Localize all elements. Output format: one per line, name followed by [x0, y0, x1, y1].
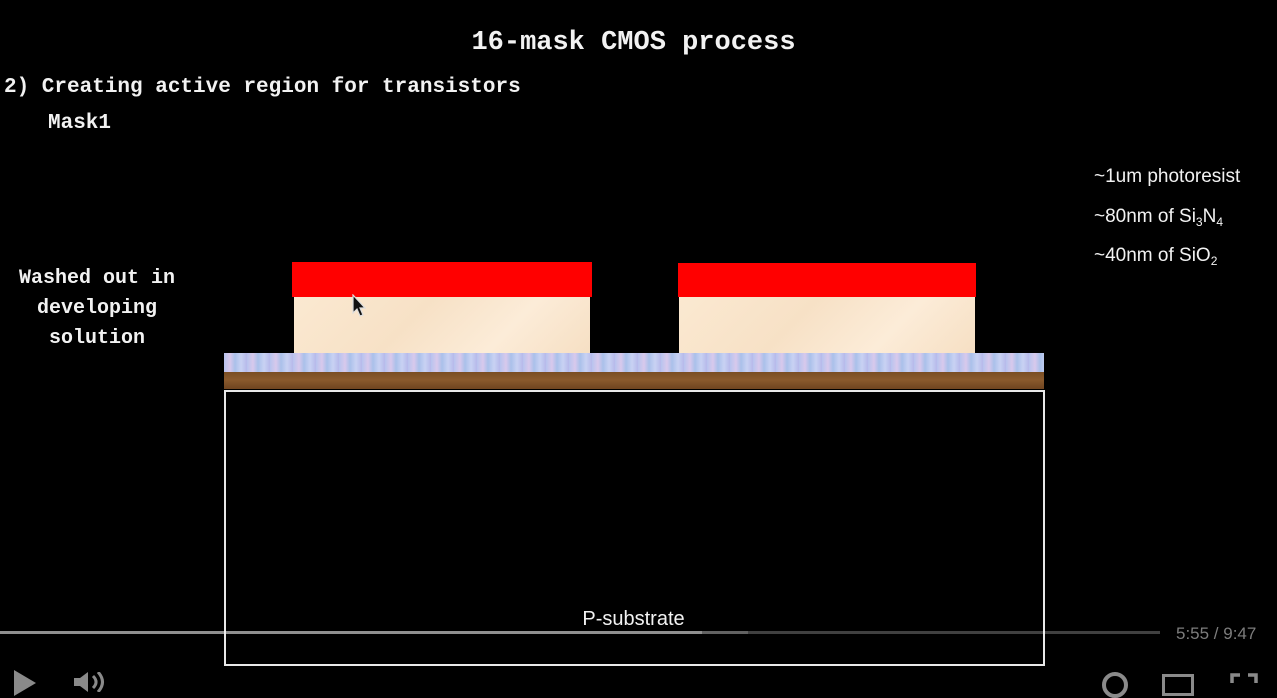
progress-played — [0, 631, 702, 634]
washed-out-note: Washed out in developing solution — [0, 264, 194, 354]
settings-gear-icon[interactable] — [1102, 672, 1128, 698]
mask-label: Mask1 — [48, 112, 112, 135]
legend-nitride: ~80nm of Si3N4 — [1094, 206, 1224, 229]
play-icon[interactable] — [14, 670, 36, 696]
legend-oxide: ~40nm of SiO2 — [1094, 245, 1218, 268]
slide-title: 16-mask CMOS process — [471, 28, 796, 58]
washed-note-line-2: developing — [36, 297, 158, 320]
legend-photoresist: ~1um photoresist — [1094, 166, 1241, 187]
oxide-layer — [224, 353, 1044, 372]
fullscreen-icon[interactable] — [1230, 673, 1258, 697]
p-substrate-box — [224, 390, 1045, 666]
mouse-cursor-icon — [352, 294, 367, 317]
nitride-layer-right — [679, 297, 975, 354]
theater-mode-icon[interactable] — [1162, 674, 1194, 696]
p-substrate-label: P-substrate — [582, 608, 685, 630]
time-display: 5:55 / 9:47 — [1176, 624, 1257, 643]
volume-icon[interactable] — [74, 672, 114, 692]
substrate-surface-band — [224, 372, 1044, 389]
photoresist-left — [292, 262, 592, 297]
progress-buffered — [0, 631, 749, 634]
step-heading: 2) Creating active region for transistor… — [4, 76, 521, 99]
photoresist-right — [678, 263, 976, 297]
progress-bar[interactable] — [0, 631, 1160, 634]
washed-note-line-3: solution — [48, 327, 145, 350]
washed-note-line-1: Washed out in — [18, 267, 176, 290]
nitride-layer-left — [294, 297, 590, 354]
